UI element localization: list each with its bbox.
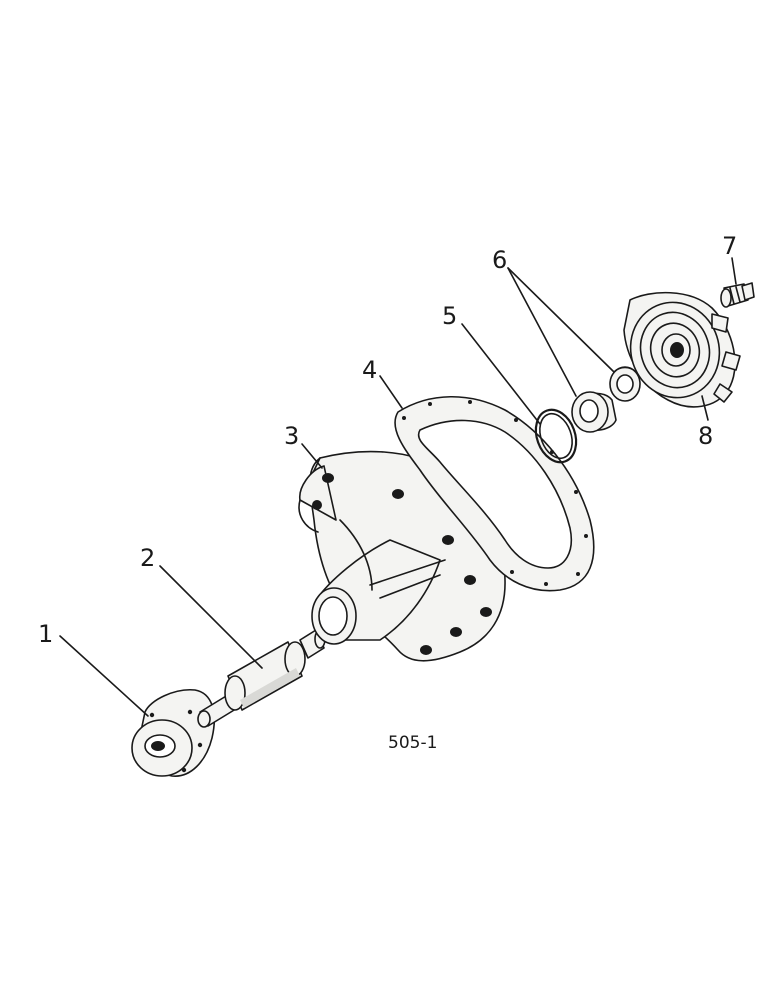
leader-line-1 [59, 635, 149, 717]
callout-7: 7 [722, 232, 737, 260]
part-6-seal-assembly[interactable] [571, 366, 641, 433]
leader-line-5 [461, 323, 541, 425]
callout-6: 6 [492, 246, 507, 274]
callout-8: 8 [698, 422, 713, 450]
part-7-plug-fitting[interactable] [720, 282, 755, 308]
part-2-shaft-bearing[interactable] [197, 629, 326, 728]
leader-lines [59, 257, 737, 717]
callout-1: 1 [38, 620, 53, 648]
leader-line-3 [301, 443, 323, 469]
leader-line-8 [701, 395, 709, 421]
callout-2: 2 [140, 544, 155, 572]
leader-line-4 [379, 375, 403, 409]
callout-3: 3 [284, 422, 299, 450]
leader-line-6b [507, 267, 615, 373]
callout-labels: 1 2 3 4 5 6 7 8 [38, 232, 737, 648]
leader-line-2 [159, 565, 263, 669]
part-5-o-ring[interactable] [529, 404, 583, 468]
part-1-pulley-hub[interactable] [131, 689, 216, 777]
drawing-code: 505-1 [388, 733, 437, 753]
leader-line-6a [507, 267, 577, 397]
callout-4: 4 [362, 356, 377, 384]
leader-line-7 [731, 257, 737, 285]
callout-5: 5 [442, 302, 457, 330]
part-8-impeller[interactable] [618, 291, 741, 409]
